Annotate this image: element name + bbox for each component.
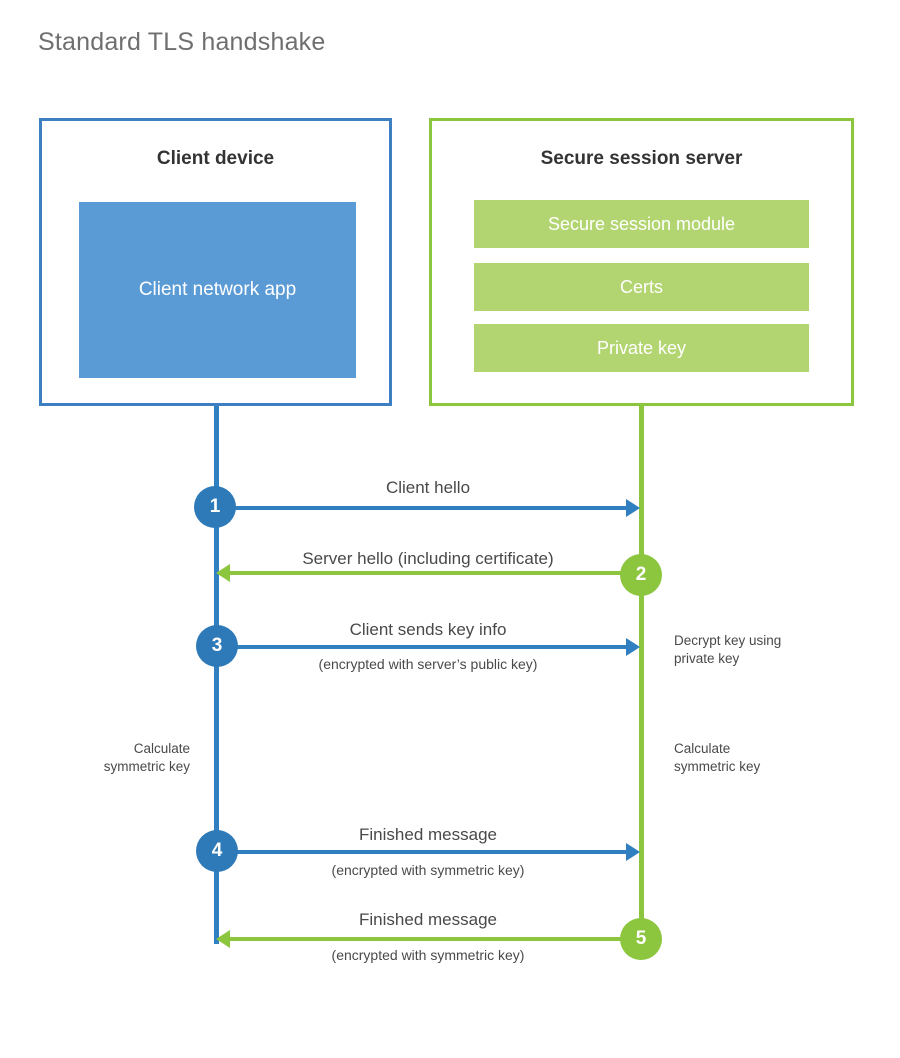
step-4-arrow-head-right-icon xyxy=(626,843,640,861)
note-client-calculate-symmetric-key: Calculate symmetric key xyxy=(40,740,190,775)
step-2-arrow-line xyxy=(230,571,642,575)
note-decrypt-key-line2: private key xyxy=(674,650,740,666)
step-5-arrow-head-left-icon xyxy=(216,930,230,948)
client-network-app-block: Client network app xyxy=(79,202,356,378)
step-5-label: Finished message xyxy=(359,910,497,929)
step-3-arrow-head-right-icon xyxy=(626,638,640,656)
page-title: Standard TLS handshake xyxy=(38,28,326,56)
step-4-arrow-line xyxy=(216,850,626,854)
client-device-title: Client device xyxy=(156,148,275,169)
step-4-sublabel: (encrypted with symmetric key) xyxy=(331,862,525,878)
step-2-label: Server hello (including certificate) xyxy=(302,549,554,568)
note-server-calc-line2: symmetric key xyxy=(674,758,761,774)
step-2-arrow-head-left-icon xyxy=(216,564,230,582)
step-4-badge: 4 xyxy=(196,830,238,872)
step-5-sublabel: (encrypted with symmetric key) xyxy=(331,947,525,963)
note-client-calc-line1: Calculate xyxy=(133,741,190,756)
server-module-secure-session-module: Secure session module xyxy=(474,200,809,248)
note-decrypt-key: Decrypt key using private key xyxy=(674,632,854,667)
step-3-label: Client sends key info xyxy=(349,620,507,639)
step-3-arrow-line xyxy=(216,645,626,649)
server-lifeline xyxy=(639,406,644,940)
step-1-badge: 1 xyxy=(194,486,236,528)
step-1-arrow-head-right-icon xyxy=(626,499,640,517)
note-client-calc-line2: symmetric key xyxy=(103,758,190,774)
step-4-label: Finished message xyxy=(359,825,497,844)
note-decrypt-key-line1: Decrypt key using xyxy=(674,633,782,648)
step-2-badge: 2 xyxy=(620,554,662,596)
server-module-certs: Certs xyxy=(474,263,809,311)
client-lifeline xyxy=(214,406,219,944)
step-3-sublabel: (encrypted with server’s public key) xyxy=(318,656,538,672)
note-server-calculate-symmetric-key: Calculate symmetric key xyxy=(674,740,854,775)
step-1-arrow-line xyxy=(216,506,626,510)
step-1-label: Client hello xyxy=(385,478,471,497)
secure-session-server-box: Secure session server Secure session mod… xyxy=(429,118,854,406)
secure-session-server-title: Secure session server xyxy=(540,148,743,169)
step-5-badge: 5 xyxy=(620,918,662,960)
step-5-arrow-line xyxy=(230,937,642,941)
server-module-private-key: Private key xyxy=(474,324,809,372)
client-device-box: Client device Client network app xyxy=(39,118,392,406)
step-3-badge: 3 xyxy=(196,625,238,667)
note-server-calc-line1: Calculate xyxy=(674,741,731,756)
